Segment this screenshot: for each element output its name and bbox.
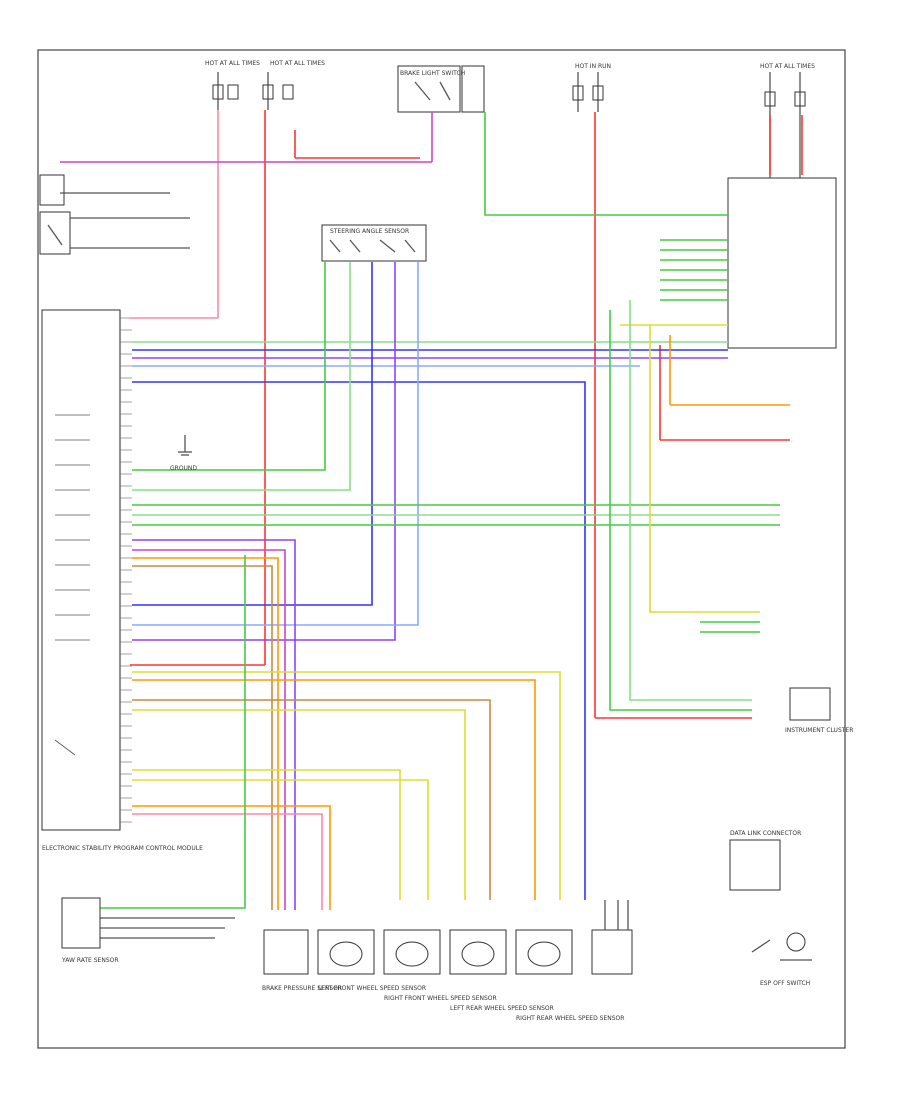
instrument-cluster: INSTRUMENT CLUSTER: [785, 687, 853, 734]
wheel-rf-label: RIGHT FRONT WHEEL SPEED SENSOR: [384, 995, 497, 1002]
wire-orange-lf: [132, 679, 536, 900]
wire-blue-2: [132, 381, 586, 900]
wire-brown-rf: [132, 565, 273, 910]
brake-pressure-label: BRAKE PRESSURE SENSOR: [262, 985, 342, 992]
esp-off-switch: ESP OFF SWITCH: [751, 932, 812, 987]
yaw-rate-sensor: YAW RATE SENSOR: [61, 897, 119, 964]
wire-yellow-rr: [132, 769, 401, 900]
steering-switch-label: STEERING ANGLE SENSOR: [330, 228, 409, 235]
fuse-label-3: HOT IN RUN: [575, 63, 611, 70]
ecm-module-label: ELECTRONIC STABILITY PROGRAM CONTROL MOD…: [42, 845, 203, 852]
diagram-frame: [37, 49, 846, 1049]
wheel-sensor-rr: RIGHT REAR WHEEL SPEED SENSOR: [515, 929, 624, 1022]
fuse-block-right: HOT IN RUN HOT AT ALL TIMES: [572, 63, 815, 130]
wire-green-dlc: [609, 310, 752, 711]
wire-violet-rf: [132, 539, 296, 910]
wire-magenta-rf: [132, 549, 286, 910]
wire-yellow-right: [649, 325, 760, 613]
wheel-sensor-rf: RIGHT FRONT WHEEL SPEED SENSOR: [383, 929, 497, 1002]
wire-yellow-rr2: [132, 779, 429, 900]
brake-light-relay-label: BRAKE LIGHT SWITCH: [400, 70, 465, 77]
wire-orange-rf: [132, 557, 279, 910]
wire-green-steer-1: [132, 262, 326, 471]
data-link-label: DATA LINK CONNECTOR: [730, 830, 801, 837]
steering-angle-sensor-bottom: [591, 900, 633, 975]
wire-brown-lr: [132, 699, 491, 900]
brake-pressure-sensor: BRAKE PRESSURE SENSOR: [262, 929, 342, 992]
esp-switch-label: ESP OFF SWITCH: [760, 980, 810, 987]
ground-label: GROUND: [170, 465, 197, 472]
wire-green-top: [484, 112, 728, 216]
wheel-sensor-lr: LEFT REAR WHEEL SPEED SENSOR: [449, 929, 554, 1012]
fuse-label-1: HOT AT ALL TIMES: [205, 60, 260, 67]
wire-orange-bp: [132, 805, 331, 910]
wire-light-green-dlc: [629, 300, 752, 701]
ground-symbol: GROUND: [170, 435, 197, 472]
wire-green-yaw: [100, 555, 246, 909]
wire-violet-steer: [132, 262, 396, 641]
fuse-label-4: HOT AT ALL TIMES: [760, 63, 815, 70]
steering-switch-box: STEERING ANGLE SENSOR: [321, 224, 427, 262]
fuse-label-2: HOT AT ALL TIMES: [270, 60, 325, 67]
module-pin-stubs: [120, 317, 132, 823]
wire-blue-steer: [132, 262, 373, 606]
module-internal-switches: [54, 414, 90, 756]
yaw-sensor-label: YAW RATE SENSOR: [61, 957, 119, 964]
fuse-block-left: HOT AT ALL TIMES HOT AT ALL TIMES: [205, 60, 325, 110]
data-link-connector: DATA LINK CONNECTOR: [729, 830, 801, 891]
wheel-lr-label: LEFT REAR WHEEL SPEED SENSOR: [450, 1005, 554, 1012]
wire-light-blue-steer: [132, 262, 419, 626]
wire-yellow-lf: [132, 671, 561, 900]
instrument-cluster-label: INSTRUMENT CLUSTER: [785, 727, 853, 734]
wheel-rr-label: RIGHT REAR WHEEL SPEED SENSOR: [516, 1015, 624, 1022]
left-top-switches: [39, 174, 190, 255]
right-connector-block: [727, 130, 837, 349]
wire-yellow-lr: [132, 709, 466, 900]
wire-light-green-steer: [132, 262, 351, 491]
wheel-lf-label: LEFT FRONT WHEEL SPEED SENSOR: [318, 985, 426, 992]
wire-pink-bp: [132, 813, 323, 910]
wheel-sensor-lf: LEFT FRONT WHEEL SPEED SENSOR: [317, 929, 426, 992]
brake-light-relay: BRAKE LIGHT SWITCH: [397, 65, 485, 113]
